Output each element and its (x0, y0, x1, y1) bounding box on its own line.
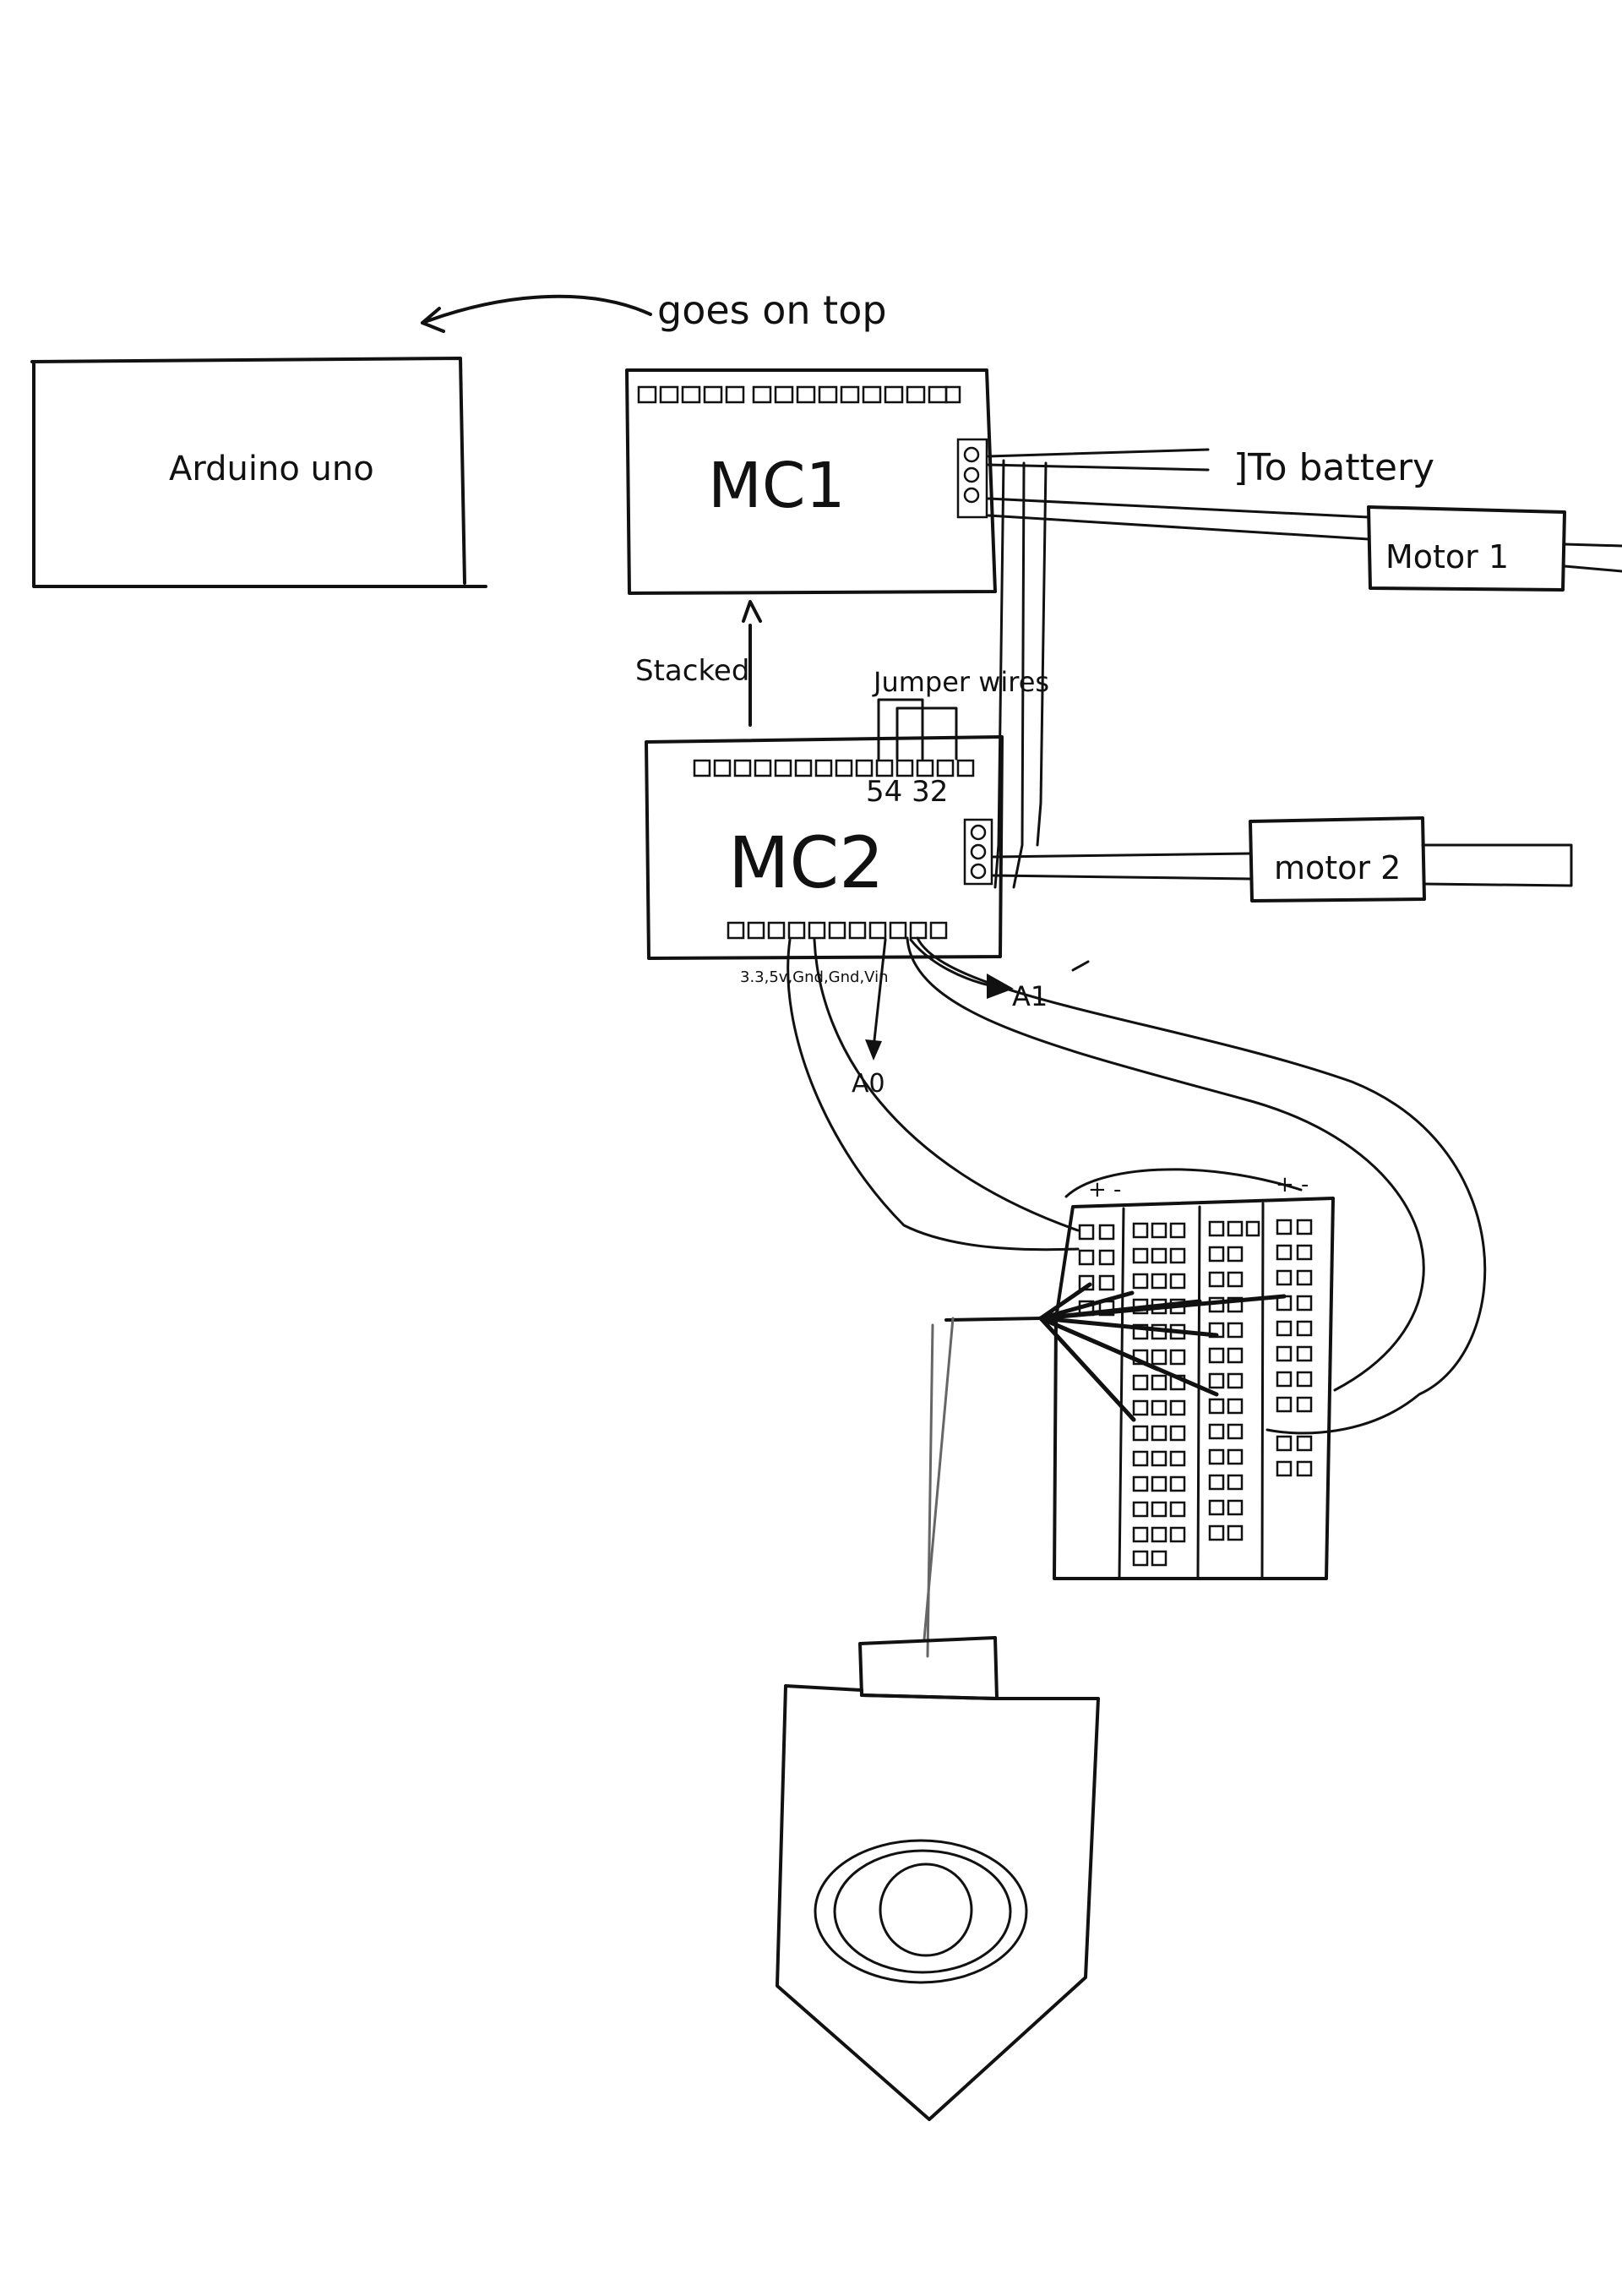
breadboard (1053, 1168, 1335, 1580)
motor2-wires (992, 852, 1252, 881)
motor1-label: Motor 1 (1385, 538, 1509, 575)
mc2-top-header-pins (693, 759, 975, 777)
mc2-pin-numbers: 54 32 (866, 775, 948, 809)
arduino-uno-label: Arduino uno (169, 450, 374, 488)
stacked-arrow (742, 600, 762, 727)
motor1-wires (987, 497, 1370, 541)
goes-on-top-arrow (421, 294, 652, 333)
mc2-power-pins-label: 3.3,5v,Gnd,Gnd,Vin (740, 968, 889, 986)
a0-label: A0 (852, 1069, 885, 1099)
sensor-inner-ring (879, 1862, 973, 1957)
arduino-uno-board (30, 357, 487, 588)
sensor-probe (776, 1636, 1100, 2121)
sensor-wire-bundle (944, 1282, 1287, 1422)
jumper-wires-label: Jumper wires (872, 666, 1049, 698)
mc1-board (625, 368, 997, 595)
motor2-label: motor 2 (1274, 849, 1401, 886)
mc1-header-pins (637, 385, 961, 404)
breadboard-polarity-left: + - (1088, 1177, 1121, 1203)
mc1-screw-terminal (956, 438, 988, 519)
mc2-bottom-header-pins (727, 921, 948, 940)
mc2-screw-terminal (963, 818, 993, 886)
sensor-middle-ring (833, 1849, 1012, 1974)
goes-on-top-label: goes on top (657, 287, 887, 333)
motor1-box (1367, 505, 1622, 592)
sensor-cable (923, 1317, 955, 1658)
breadboard-polarity-right: + - (1276, 1172, 1309, 1197)
to-battery-label: ]To battery (1233, 446, 1434, 489)
stacked-label: Stacked (635, 654, 749, 688)
breadboard-holes (1078, 1219, 1313, 1567)
motor2-box (1249, 816, 1573, 903)
mc1-label: MC1 (708, 450, 846, 522)
battery-wires (987, 448, 1210, 472)
a0-arrow (865, 938, 887, 1061)
mc2-label: MC2 (728, 821, 884, 904)
power-wires (787, 936, 1487, 1435)
sensor-outer-ring (814, 1839, 1028, 1984)
mc2-board (645, 735, 1004, 960)
jumper-wires (877, 698, 958, 761)
mc1-mc2-vertical-wires (993, 459, 1048, 889)
